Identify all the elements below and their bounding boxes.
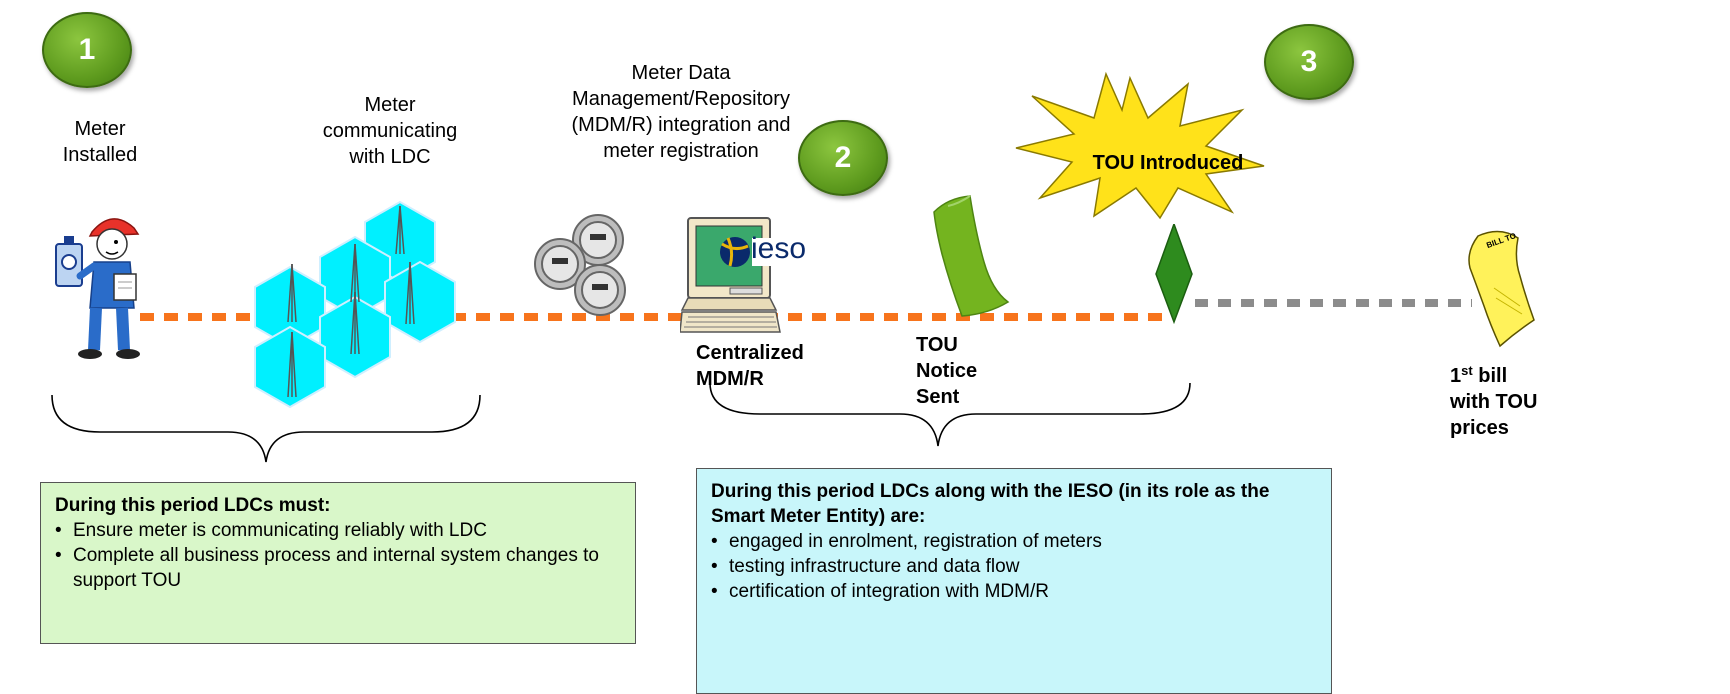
tou-notice-sent-label: TOU Notice Sent xyxy=(916,334,978,408)
ldc-box-item: Complete all business process and intern… xyxy=(55,543,621,593)
technician-icon xyxy=(55,218,140,359)
ieso-period-box: During this period LDCs along with the I… xyxy=(696,468,1332,694)
ldc-box-heading: During this period LDCs must: xyxy=(55,495,331,516)
right-brace xyxy=(709,382,1191,447)
ieso-logo-text: ieso xyxy=(751,232,807,265)
ieso-box-heading: During this period LDCs along with the I… xyxy=(711,481,1270,527)
tou-introduced-label: TOU Introduced xyxy=(1092,152,1244,174)
tou-introduced-burst-icon xyxy=(1015,71,1265,220)
step-2-badge: 2 xyxy=(798,120,888,196)
diamond-marker-icon xyxy=(1155,224,1193,324)
mdm-integration-label: Meter Data Management/Repository (MDM/R)… xyxy=(571,62,791,162)
ldc-box-item: Ensure meter is communicating reliably w… xyxy=(55,518,621,543)
ieso-box-item: testing infrastructure and data flow xyxy=(711,554,1317,579)
meter-communicating-label: Meter communicating with LDC xyxy=(322,94,458,168)
ieso-box-item: engaged in enrolment, registration of me… xyxy=(711,529,1317,554)
meter-installed-label: Meter Installed xyxy=(62,118,138,166)
step-3-badge: 3 xyxy=(1264,24,1354,100)
computer-icon xyxy=(680,217,816,333)
first-bill-label: 1st bill with TOU prices xyxy=(1450,363,1538,439)
hexagon-network-icon xyxy=(254,200,456,409)
ldc-period-box: During this period LDCs must: Ensure met… xyxy=(40,482,636,644)
bill-document-icon xyxy=(1468,230,1535,348)
smart-meters-icon xyxy=(534,214,626,316)
centralized-mdmr-label: Centralized MDM/R xyxy=(696,342,804,390)
tou-notice-icon xyxy=(933,195,1010,317)
left-brace xyxy=(51,394,481,463)
step-1-badge: 1 xyxy=(42,12,132,88)
ieso-box-item: certification of integration with MDM/R xyxy=(711,579,1317,604)
